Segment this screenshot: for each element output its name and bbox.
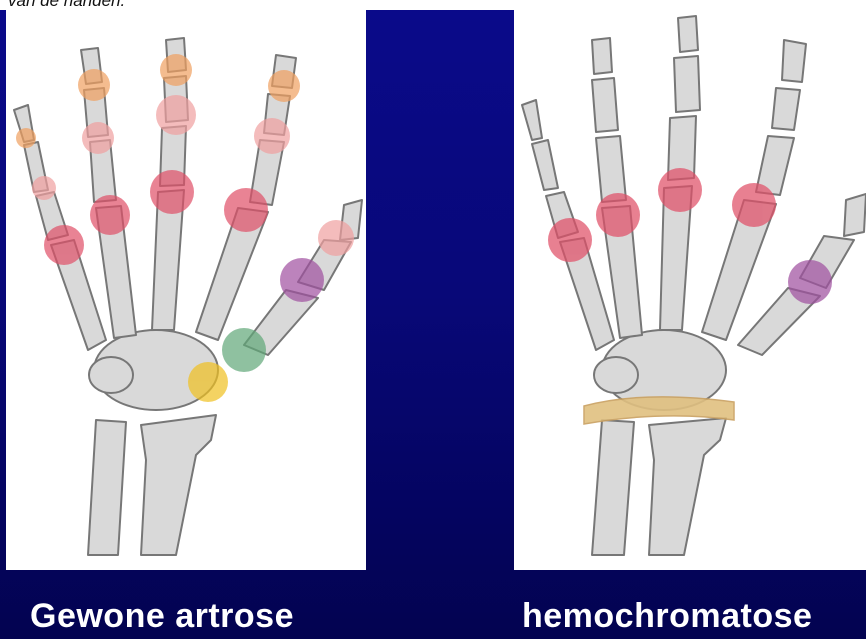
hand-illustration-hemochromatosis <box>514 10 866 570</box>
slide-background: Gewone artrose hemochromatose <box>0 10 866 639</box>
hand-illustration-osteoarthritis <box>6 10 366 570</box>
hand-skeleton-left <box>6 10 366 570</box>
label-gewone-artrose: Gewone artrose <box>30 597 294 636</box>
hand-skeleton-right <box>514 10 866 570</box>
label-hemochromatose: hemochromatose <box>522 597 812 636</box>
